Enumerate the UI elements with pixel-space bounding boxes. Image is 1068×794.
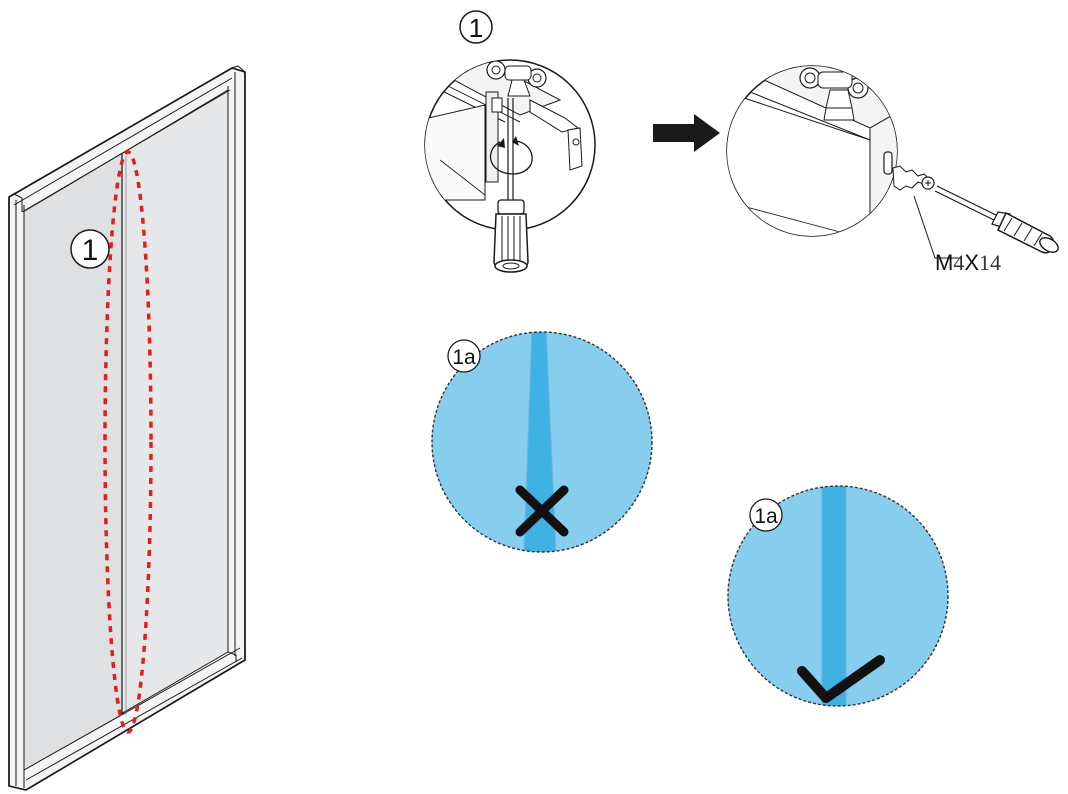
alignment-wrong-label: 1a xyxy=(452,346,476,369)
alignment-wrong-detail: 1a xyxy=(431,331,653,553)
check-mark-icon xyxy=(797,655,885,703)
detail-a-roller-adjust: 1 xyxy=(424,10,596,273)
screw-icon xyxy=(892,165,935,191)
detail-a-label: 1 xyxy=(469,13,483,43)
door-glass-left-pane xyxy=(24,154,122,770)
cross-mark-icon xyxy=(515,485,569,537)
alignment-correct-detail: 1a xyxy=(727,485,949,707)
screwdriver-icon xyxy=(934,185,1059,254)
door-callout-label: 1 xyxy=(82,234,99,267)
door-callout-1: 1 xyxy=(70,229,110,269)
screwdriver-icon xyxy=(493,98,529,273)
right-arrow-icon xyxy=(653,114,720,152)
screw-size-leader xyxy=(913,195,962,259)
rotation-arrow-icon xyxy=(489,140,533,175)
detail-b-screw-fixing: M4X14 xyxy=(726,65,1059,275)
screw-size-label: M4X14 xyxy=(935,250,1001,275)
alignment-correct-label: 1a xyxy=(754,505,778,528)
highlight-ellipse xyxy=(103,150,153,734)
shower-door-panel xyxy=(8,65,246,791)
